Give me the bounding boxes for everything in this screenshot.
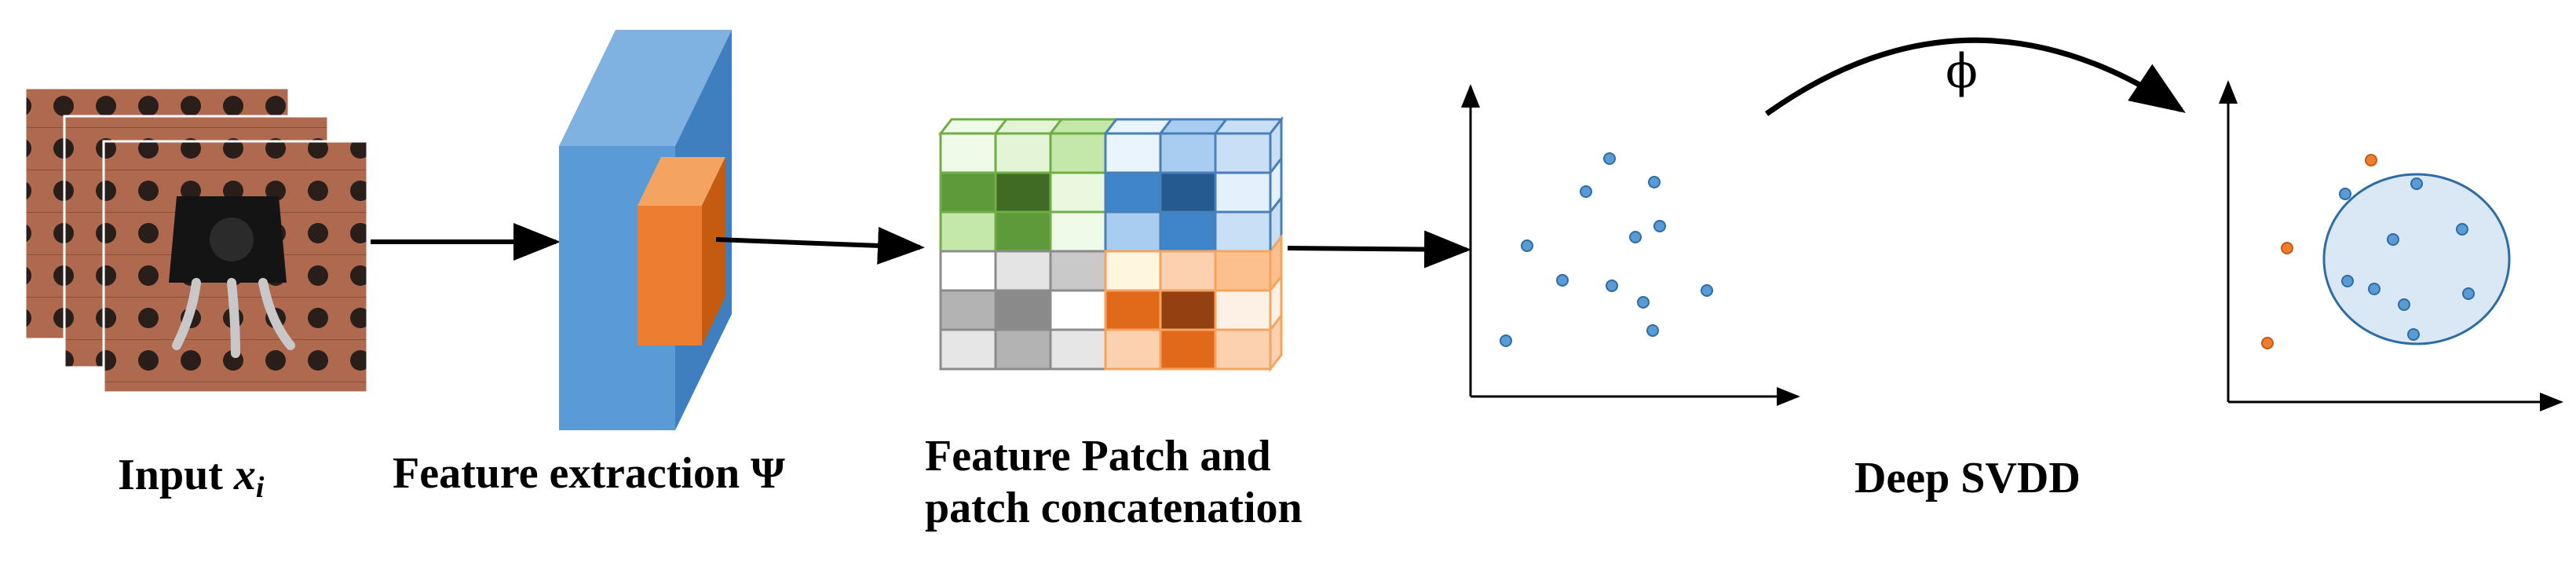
block-top-face xyxy=(559,30,732,146)
feature-patch-grid xyxy=(937,115,1284,373)
kernel-side-face xyxy=(702,157,725,345)
scatter-point-normal xyxy=(2398,298,2410,311)
patch-cell xyxy=(1214,250,1272,292)
scatter-point-anomaly xyxy=(2365,154,2377,166)
patch-cell xyxy=(1104,132,1162,174)
patch-cell xyxy=(939,171,997,214)
label-input: Input xi xyxy=(118,449,264,513)
patch-cell xyxy=(994,328,1052,371)
patch-cell xyxy=(1159,250,1217,292)
arrow-feature-to-patch xyxy=(715,226,925,265)
patch-cell xyxy=(1214,328,1272,371)
patch-cell xyxy=(1214,171,1272,214)
patch-cell xyxy=(1159,328,1217,371)
patch-cell xyxy=(1214,210,1272,253)
patch-cell xyxy=(994,289,1052,331)
scatter-point-normal xyxy=(1648,176,1661,188)
scatter-point-normal xyxy=(1606,280,1618,292)
scatter-plot-feature-space xyxy=(2219,80,2563,411)
label-deep-svdd: Deep SVDD xyxy=(1854,454,2081,502)
patch-cell xyxy=(1049,289,1107,331)
transistor-icon xyxy=(169,196,295,358)
arrow-patch-to-scatter xyxy=(1287,230,1471,269)
patch-cell xyxy=(1049,328,1107,371)
patch-cell xyxy=(1104,171,1162,214)
patch-cell xyxy=(1104,210,1162,253)
scatter-left-points xyxy=(1500,152,1713,347)
scatter-point-normal xyxy=(1603,152,1616,165)
scatter-point-normal xyxy=(1500,334,1512,347)
input-image-stack xyxy=(24,86,369,394)
scatter-point-normal xyxy=(1521,239,1533,252)
scatter-point-normal xyxy=(2462,287,2475,300)
patch-cell xyxy=(1159,289,1217,331)
scatter-point-normal xyxy=(2368,283,2381,295)
scatter-point-normal xyxy=(1556,274,1569,287)
patch-cell xyxy=(939,250,997,292)
patch-cell xyxy=(994,210,1052,253)
kernel-front-face xyxy=(638,206,702,345)
label-input-text: Input xyxy=(118,451,223,499)
label-feature-extraction: Feature extraction Ψ xyxy=(393,449,785,498)
label-input-var: x xyxy=(233,451,256,499)
patch-cell xyxy=(1049,171,1107,214)
patch-cell xyxy=(1049,132,1107,174)
scatter-point-normal xyxy=(2341,275,2354,287)
patch-cell xyxy=(939,210,997,253)
phi-mapping-arrow xyxy=(1764,37,2186,116)
scatter-point-normal xyxy=(2456,223,2468,236)
scatter-point-normal xyxy=(2407,328,2420,341)
label-phi: ϕ xyxy=(1946,44,1978,99)
scatter-point-anomaly xyxy=(2261,337,2274,349)
scatter-point-normal xyxy=(2339,188,2351,200)
patch-cell xyxy=(1049,210,1107,253)
svdd-hypersphere xyxy=(2322,173,2511,345)
feature-extraction-block xyxy=(559,30,732,430)
scatter-point-normal xyxy=(2410,177,2423,190)
patch-cell xyxy=(994,250,1052,292)
scatter-point-anomaly xyxy=(2281,242,2293,254)
patch-cell xyxy=(1159,132,1217,174)
scatter-point-normal xyxy=(2387,233,2399,246)
patch-cell xyxy=(939,289,997,331)
scatter-plot-input-space xyxy=(1461,84,1800,406)
scatter-point-normal xyxy=(1580,185,1592,198)
scatter-point-normal xyxy=(1701,284,1713,297)
patch-cell xyxy=(1104,250,1162,292)
label-patch-line1: Feature Patch and xyxy=(925,432,1271,480)
patch-cell xyxy=(994,132,1052,174)
label-input-sub: i xyxy=(255,471,265,504)
scatter-point-normal xyxy=(1637,296,1650,309)
patch-cell xyxy=(1214,132,1272,174)
patch-cell xyxy=(1159,171,1217,214)
patch-cell xyxy=(1159,210,1217,253)
patch-cell xyxy=(994,171,1052,214)
scatter-point-normal xyxy=(1629,231,1642,243)
kernel-top-face xyxy=(638,157,725,206)
patch-cell xyxy=(1104,328,1162,371)
patch-cell xyxy=(939,328,997,371)
patch-cell xyxy=(939,132,997,174)
patch-cell xyxy=(1104,289,1162,331)
patch-cell xyxy=(1049,250,1107,292)
label-feature-patch: Feature Patch and patch concatenation xyxy=(925,430,1303,534)
label-patch-line2: patch concatenation xyxy=(925,484,1303,532)
patch-cell xyxy=(1214,289,1272,331)
scatter-point-normal xyxy=(1653,220,1666,232)
scatter-point-normal xyxy=(1646,324,1659,337)
scatter-right-points xyxy=(2261,154,2475,349)
